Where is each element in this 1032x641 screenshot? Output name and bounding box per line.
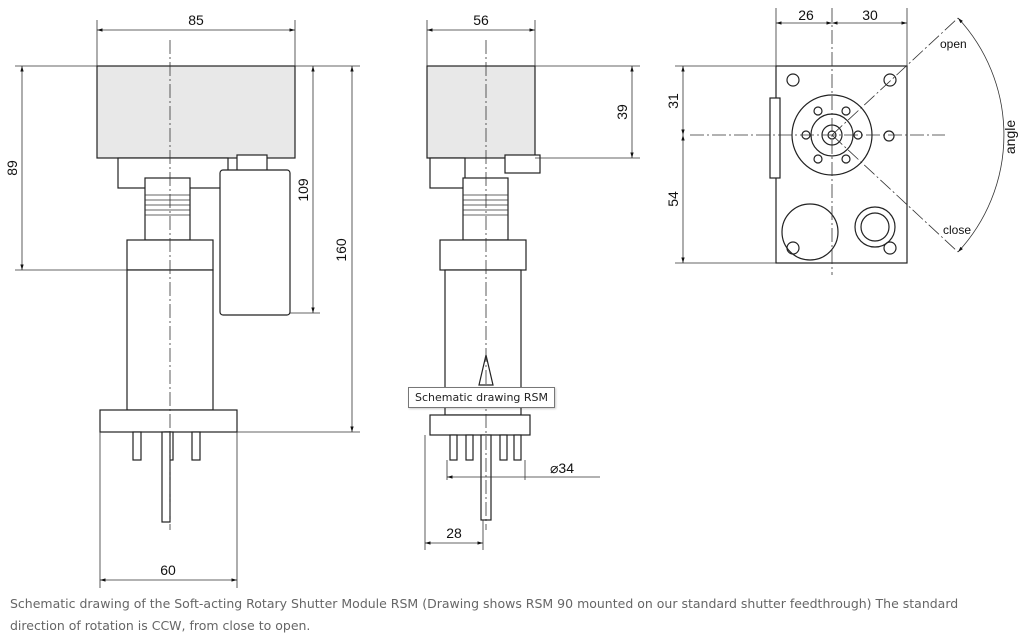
dim-top-lower: 54 [665, 191, 681, 207]
dim-front-height-total: 160 [333, 238, 349, 262]
dim-top-left: 26 [798, 7, 814, 23]
top-view: open close angle 26 30 31 54 [665, 7, 1018, 275]
dim-side-offset: 28 [446, 525, 462, 541]
dim-side-width-top: 56 [473, 12, 489, 28]
dim-top-upper: 31 [665, 93, 681, 109]
dim-front-height-top: 89 [4, 160, 20, 176]
dim-side-diameter: ⌀34 [550, 460, 574, 476]
image-tooltip: Schematic drawing RSM [408, 387, 556, 408]
side-view: 56 39 ⌀34 28 [424, 12, 640, 550]
label-close: close [943, 223, 971, 237]
label-angle: angle [1002, 120, 1018, 154]
schematic-drawing: 85 89 109 160 60 56 39 [4, 7, 1018, 588]
dim-front-height-motor: 109 [295, 178, 311, 202]
dim-side-height-box: 39 [614, 104, 630, 120]
dim-front-width-top: 85 [188, 12, 204, 28]
figure-caption: Schematic drawing of the Soft-acting Rot… [10, 596, 959, 633]
front-view: 85 89 109 160 60 [4, 12, 360, 588]
dim-front-width-flange: 60 [160, 562, 176, 578]
dim-top-right: 30 [862, 7, 878, 23]
label-open: open [940, 37, 967, 51]
